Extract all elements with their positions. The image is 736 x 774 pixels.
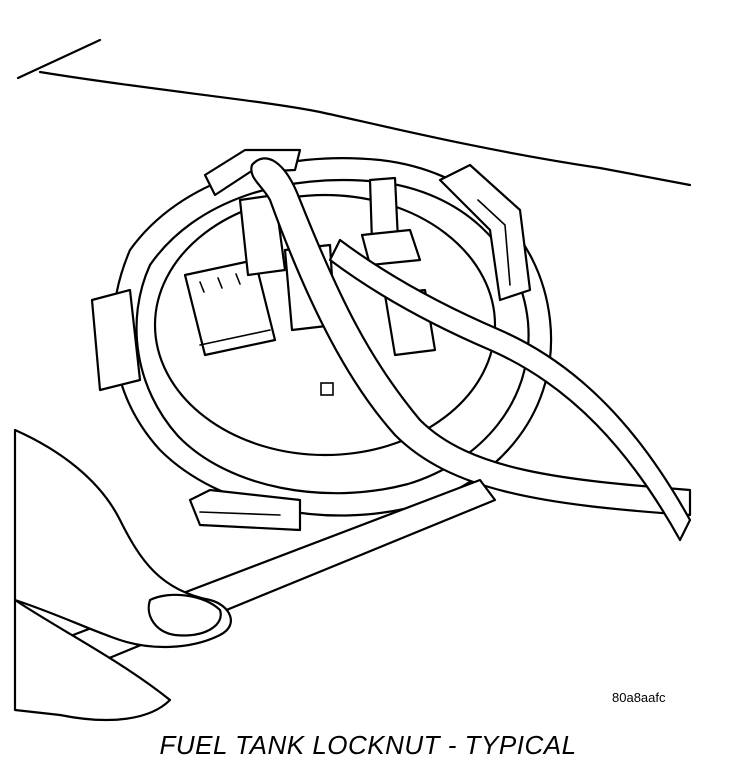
locknut-tab-bottom — [188, 488, 302, 532]
fuel-hose — [250, 157, 692, 517]
locknut-inner-edge — [135, 178, 530, 495]
technician-lower-hand — [13, 598, 172, 722]
locknut-tab-left — [90, 288, 142, 392]
locknut-tab-right — [438, 163, 532, 302]
flange-alignment-mark — [320, 382, 334, 396]
technician-hand — [13, 428, 232, 649]
tab-slot-bottom — [199, 511, 281, 516]
connector-base — [199, 329, 271, 346]
tab-slot-top — [477, 199, 511, 286]
fuel-fitting-left — [238, 193, 287, 277]
figure-reference-code: 80a8aafc — [612, 690, 666, 705]
technician-thumb — [147, 593, 222, 637]
electrical-connector — [183, 258, 277, 357]
vent-hose — [328, 238, 692, 542]
connector-pins — [199, 273, 241, 293]
figure-caption: FUEL TANK LOCKNUT - TYPICAL — [159, 730, 577, 760]
tank-surface-edge — [16, 38, 692, 187]
fuel-fitting-right-base — [360, 228, 422, 267]
